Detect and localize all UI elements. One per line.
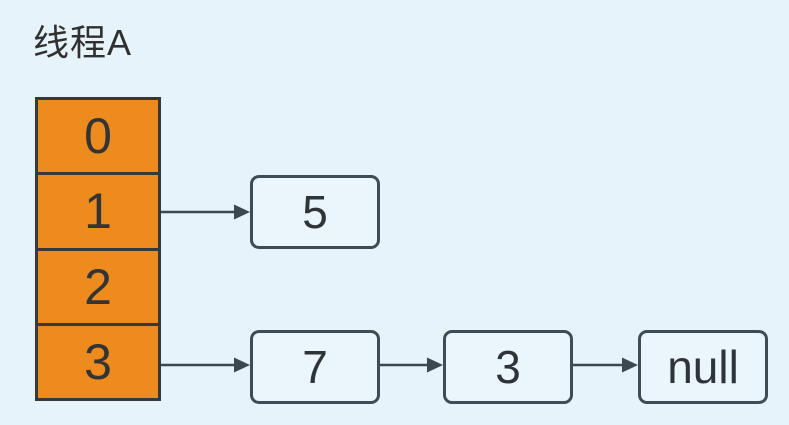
list-node-null: null [638, 330, 768, 404]
bucket-array: 0 1 2 3 [35, 97, 161, 401]
bucket-cell-2: 2 [38, 247, 158, 323]
arrow-bucket1-to-node5 [161, 204, 250, 220]
arrow-node3-to-nodenull [573, 357, 638, 373]
diagram-title: 线程A [33, 22, 133, 63]
arrow-node7-to-node3 [380, 357, 443, 373]
bucket-cell-3: 3 [38, 322, 158, 398]
list-node-7: 7 [250, 330, 380, 404]
arrow-bucket3-to-node7 [161, 357, 250, 373]
bucket-cell-1: 1 [38, 172, 158, 248]
list-node-5: 5 [250, 175, 380, 249]
list-node-3: 3 [443, 330, 573, 404]
bucket-cell-0: 0 [38, 100, 158, 173]
